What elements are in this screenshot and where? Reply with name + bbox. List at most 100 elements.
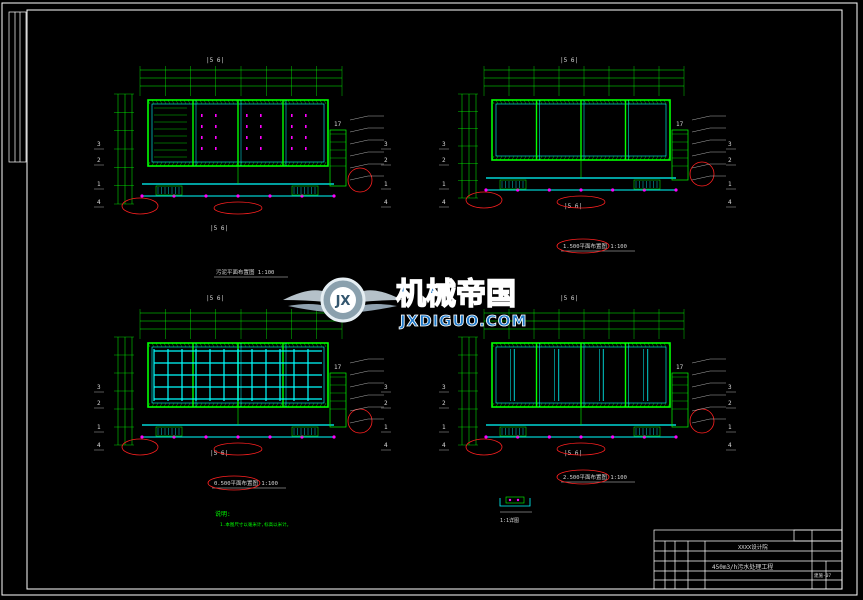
title-block-project: 450m3/h污水处理工程	[712, 563, 773, 571]
row-mark-left: 3	[442, 141, 446, 148]
leader-annotations	[349, 115, 384, 181]
side-label: 17	[676, 364, 684, 371]
row-mark-right: 3	[728, 384, 732, 391]
beam-hatching	[147, 99, 327, 167]
grid-label: |5 6|	[560, 57, 578, 64]
view-title: 0.500平面布置图 1:100	[214, 479, 278, 487]
row-mark-right: 4	[384, 442, 388, 449]
row-mark-left: 4	[442, 442, 446, 449]
notes-heading: 说明:	[215, 510, 231, 518]
title-block	[653, 529, 843, 590]
row-mark-right: 4	[728, 442, 732, 449]
plan-view-3: |5 6| |5 6| 17 3 3 2 2 1 1 4 4 0.500平面布置图 1:100	[94, 295, 391, 491]
dimension-lines	[458, 66, 685, 199]
grid-label: |5 6|	[560, 295, 578, 302]
watermark-cn: 机械帝国	[396, 277, 516, 312]
watermark-en: JXDIGUO.COM	[399, 312, 527, 330]
side-structure: 17	[671, 121, 689, 181]
dimension-lines	[458, 309, 685, 446]
logo-letters: JX	[335, 294, 351, 309]
beam-hatching	[147, 342, 327, 408]
title-block-company: XXXX设计院	[738, 543, 768, 551]
structure-frame	[491, 99, 671, 161]
bottom-channel	[484, 160, 678, 192]
row-marks: 3 3 2 2 1 1 4 4	[94, 384, 391, 451]
interior-detail	[154, 107, 307, 158]
beam-hatching	[491, 342, 671, 408]
grid-label-bottom: |5 6|	[210, 225, 228, 232]
leader-annotations	[691, 358, 726, 424]
row-mark-left: 3	[97, 384, 101, 391]
leader-annotations	[691, 115, 726, 181]
sheet-inner-border	[26, 9, 843, 590]
side-label: 17	[676, 121, 684, 128]
grid-label-bottom: |5 6|	[564, 450, 582, 457]
row-mark-right: 2	[728, 157, 732, 164]
view-title: 污泥平面布置图 1:100	[216, 268, 274, 276]
side-structure: 17	[329, 364, 347, 428]
section-detail: 1:1详图	[499, 496, 532, 524]
site-watermark: JX 机械帝国 JXDIGUO.COM	[283, 276, 527, 330]
view-title: 2.500平面布置图 1:100	[563, 473, 627, 481]
row-mark-left: 1	[442, 424, 446, 431]
row-mark-left: 1	[442, 181, 446, 188]
structure-frame	[147, 99, 329, 167]
row-mark-left: 1	[97, 181, 101, 188]
title-revision-cloud	[207, 475, 261, 491]
bottom-channel	[140, 407, 336, 439]
row-mark-left: 4	[97, 199, 101, 206]
row-mark-left: 1	[97, 424, 101, 431]
row-mark-left: 2	[97, 400, 101, 407]
notes-line: 1.本图尺寸以毫米计,标高以米计。	[220, 521, 291, 528]
bottom-channel	[140, 166, 336, 198]
side-structure: 17	[671, 364, 689, 428]
binding-strip	[8, 11, 27, 163]
revision-clouds	[121, 408, 373, 456]
row-mark-right: 3	[384, 141, 388, 148]
row-mark-left: 3	[442, 384, 446, 391]
row-mark-right: 1	[728, 181, 732, 188]
view-title: 1.500平面布置图 1:100	[563, 242, 627, 250]
structure-frame	[491, 342, 671, 408]
row-mark-left: 4	[97, 442, 101, 449]
dimension-lines	[114, 66, 343, 205]
dimension-lines	[114, 309, 343, 446]
grid-label-bottom: |5 6|	[210, 450, 228, 457]
leader-annotations	[349, 358, 384, 424]
row-mark-right: 3	[384, 384, 388, 391]
revision-clouds	[121, 167, 373, 215]
interior-detail	[153, 349, 322, 401]
row-mark-left: 2	[97, 157, 101, 164]
title-revision-cloud	[556, 238, 610, 254]
detail-title: 1:1详图	[500, 517, 519, 524]
beam-hatching	[491, 99, 671, 161]
row-mark-right: 1	[384, 424, 388, 431]
grid-label: |5 6|	[206, 57, 224, 64]
revision-clouds	[465, 408, 715, 456]
row-mark-left: 2	[442, 400, 446, 407]
row-mark-right: 1	[384, 181, 388, 188]
row-mark-right: 2	[728, 400, 732, 407]
side-label: 17	[334, 121, 342, 128]
title-block-drawing-no: 建施-07	[814, 572, 831, 579]
row-mark-right: 4	[728, 199, 732, 206]
grid-label: |5 6|	[206, 295, 224, 302]
row-mark-left: 4	[442, 199, 446, 206]
revision-clouds	[465, 161, 715, 209]
side-structure: 17	[329, 121, 347, 187]
grid-label-bottom: |5 6|	[564, 203, 582, 210]
row-mark-left: 2	[442, 157, 446, 164]
row-mark-right: 2	[384, 400, 388, 407]
title-revision-cloud	[556, 469, 610, 485]
row-mark-right: 4	[384, 199, 388, 206]
side-label: 17	[334, 364, 342, 371]
bottom-channel	[484, 407, 678, 439]
